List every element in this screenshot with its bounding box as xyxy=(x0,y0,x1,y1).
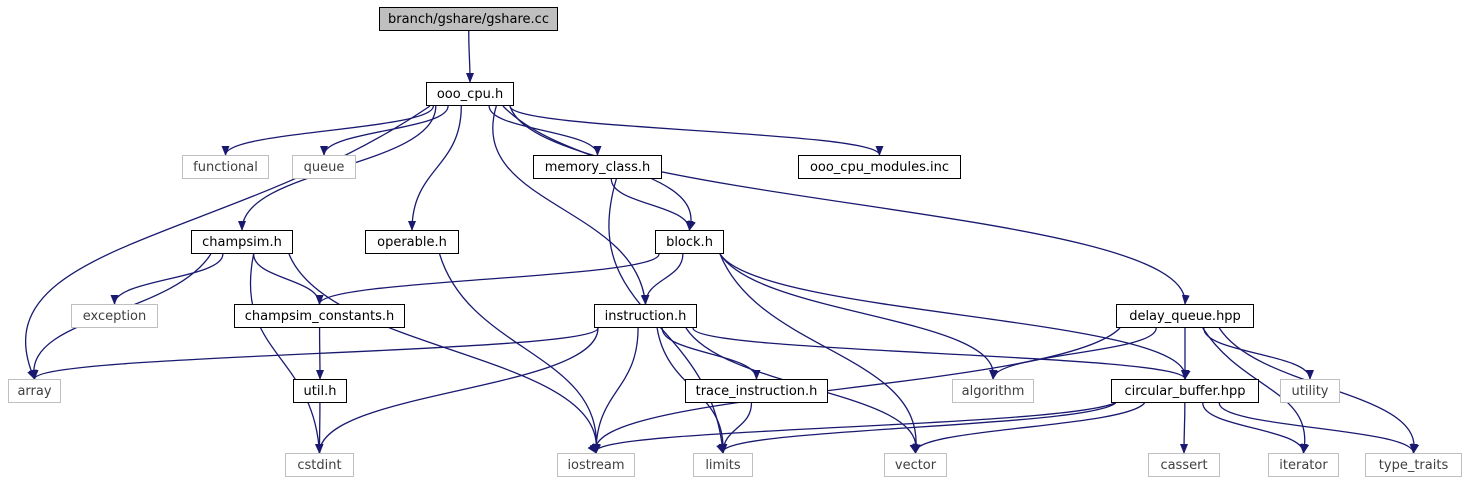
node-cstdint: cstdint xyxy=(285,453,354,477)
edge-ooo_cpu_h-to-delay_queue xyxy=(509,105,1190,305)
node-exception: exception xyxy=(71,304,158,328)
edge-champsim_h-to-champsim_const xyxy=(252,253,324,305)
edge-ooo_cpu_h-to-instruction_h xyxy=(492,105,649,305)
node-array: array xyxy=(8,379,61,403)
node-circular-buffer-hpp[interactable]: circular_buffer.hpp xyxy=(1111,379,1259,403)
edge-circular_buffer-to-limits xyxy=(716,402,1117,454)
edge-instruction_h-to-cstdint xyxy=(315,327,599,454)
edge-instruction_h-to-trace_instr xyxy=(661,327,761,380)
edge-circular_buffer-to-iostream xyxy=(587,402,1116,454)
node-gshare-cc: branch/gshare/gshare.cc xyxy=(379,7,558,31)
node-iostream: iostream xyxy=(557,453,635,477)
edge-trace_instr-to-limits xyxy=(719,402,753,454)
edge-circular_buffer-to-iterator xyxy=(1202,402,1308,454)
node-champsim-constants-h[interactable]: champsim_constants.h xyxy=(234,304,405,328)
node-type-traits: type_traits xyxy=(1365,453,1462,477)
edge-ooo_cpu_h-to-operable_h xyxy=(408,105,462,231)
edge-block_h-to-instruction_h xyxy=(641,253,684,305)
node-util-h[interactable]: util.h xyxy=(293,379,347,403)
node-operable-h[interactable]: operable.h xyxy=(365,230,459,254)
edge-champsim_h-to-exception xyxy=(110,253,224,305)
node-memory-class-h[interactable]: memory_class.h xyxy=(533,155,662,179)
node-functional: functional xyxy=(182,155,269,179)
edge-delay_queue-to-iterator xyxy=(1202,327,1310,454)
edge-ooo_cpu_h-to-memory_class_h xyxy=(488,105,602,156)
node-ooo-cpu-h[interactable]: ooo_cpu.h xyxy=(426,82,514,106)
edge-champsim_h-to-iostream xyxy=(288,253,602,454)
edge-operable_h-to-iostream xyxy=(438,253,601,454)
edge-block_h-to-champsim_const xyxy=(315,253,660,305)
node-vector: vector xyxy=(884,453,947,477)
edge-delay_queue-to-utility xyxy=(1203,327,1314,380)
node-algorithm: algorithm xyxy=(952,379,1034,403)
node-ooo-cpu-modules-inc[interactable]: ooo_cpu_modules.inc xyxy=(798,155,961,179)
node-utility: utility xyxy=(1280,379,1340,403)
node-champsim-h[interactable]: champsim.h xyxy=(191,230,293,254)
edge-instruction_h-to-circular_buffer xyxy=(692,327,1189,380)
edge-ooo_cpu_h-to-queue xyxy=(320,105,449,156)
edge-circular_buffer-to-vector xyxy=(909,402,1146,454)
edge-block_h-to-circular_buffer xyxy=(719,253,1191,380)
edge-instruction_h-to-iostream xyxy=(592,327,639,454)
edge-instruction_h-to-array xyxy=(30,327,599,380)
edge-circular_buffer-to-type_traits xyxy=(1218,402,1418,454)
edge-champsim_h-to-cstdint xyxy=(249,253,323,454)
edge-delay_queue-to-algorithm xyxy=(989,327,1157,380)
node-delay-queue-hpp[interactable]: delay_queue.hpp xyxy=(1116,304,1254,328)
edge-gshare_cc-to-ooo_cpu_h xyxy=(465,30,474,83)
node-limits: limits xyxy=(693,453,753,477)
edge-circular_buffer-to-cassert xyxy=(1180,402,1189,454)
node-iterator: iterator xyxy=(1268,453,1339,477)
edge-block_h-to-vector xyxy=(719,253,921,454)
node-trace-instruction-h[interactable]: trace_instruction.h xyxy=(685,379,828,403)
edge-block_h-to-algorithm xyxy=(719,253,999,380)
edge-delay_queue-to-iostream xyxy=(589,327,1121,454)
edge-memory_class_h-to-block_h xyxy=(610,178,694,231)
node-block-h[interactable]: block.h xyxy=(655,230,724,254)
node-cassert: cassert xyxy=(1148,453,1220,477)
edge-ooo_cpu_h-to-functional xyxy=(221,105,434,156)
node-instruction-h[interactable]: instruction.h xyxy=(594,304,697,328)
node-queue: queue xyxy=(292,155,356,179)
edge-ooo_cpu_h-to-ooo_cpu_modules xyxy=(509,105,884,156)
